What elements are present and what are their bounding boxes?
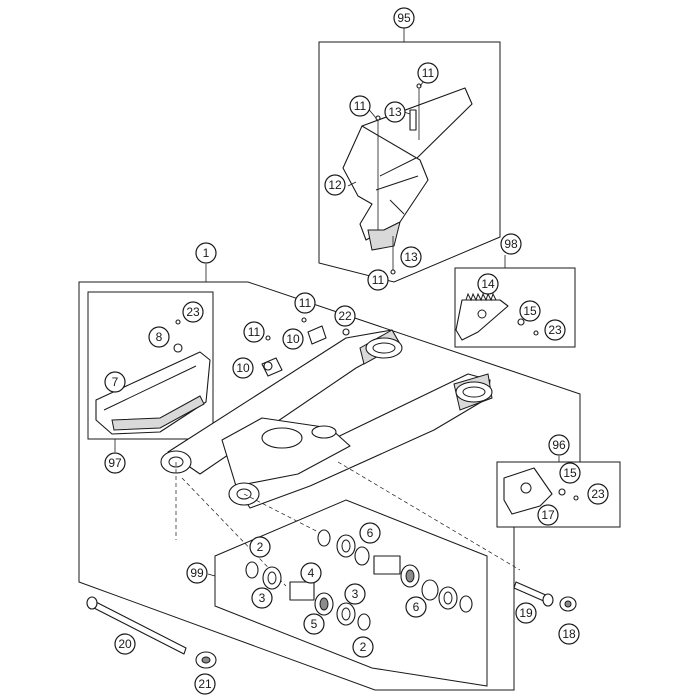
svg-text:23: 23 xyxy=(186,305,200,319)
callout-10-lower: 10 xyxy=(232,357,254,379)
callout-99: 99 xyxy=(186,562,208,584)
svg-text:15: 15 xyxy=(563,466,577,480)
svg-text:13: 13 xyxy=(404,250,418,264)
callout-17: 17 xyxy=(537,504,559,526)
screw-icon xyxy=(390,269,396,275)
callout-13-bottom: 13 xyxy=(400,246,422,268)
chain-tensioner-part xyxy=(503,467,579,515)
callout-7: 7 xyxy=(104,371,126,393)
svg-text:11: 11 xyxy=(354,99,367,113)
washer-icon xyxy=(263,361,273,371)
svg-text:96: 96 xyxy=(552,438,566,452)
callout-95: 95 xyxy=(393,7,415,29)
svg-text:3: 3 xyxy=(352,587,359,601)
bearing-kit-group-frame xyxy=(214,499,488,687)
callout-2-left: 2 xyxy=(249,536,271,558)
svg-text:11: 11 xyxy=(422,66,435,80)
callout-11-center: 11 xyxy=(294,292,316,314)
callout-19: 19 xyxy=(515,602,537,624)
svg-text:95: 95 xyxy=(397,11,411,25)
callout-5: 5 xyxy=(303,613,325,635)
svg-text:23: 23 xyxy=(591,487,605,501)
svg-text:11: 11 xyxy=(372,273,385,287)
callout-11-bottom: 11 xyxy=(367,269,389,291)
callout-10-upper: 10 xyxy=(282,328,304,350)
callout-3-left: 3 xyxy=(251,587,273,609)
callout-6-top: 6 xyxy=(359,522,381,544)
pivot-shaft-part xyxy=(86,596,217,669)
svg-text:13: 13 xyxy=(388,105,402,119)
callout-11-left: 11 xyxy=(349,95,371,117)
swingarm-part xyxy=(160,325,493,509)
callout-22: 22 xyxy=(334,305,356,327)
callout-3-right: 3 xyxy=(344,583,366,605)
svg-text:17: 17 xyxy=(541,508,555,522)
svg-text:7: 7 xyxy=(112,375,119,389)
chain-guide-group-frame xyxy=(318,41,501,283)
svg-text:22: 22 xyxy=(338,309,352,323)
screw-icon xyxy=(265,335,271,341)
sliding-guard-part xyxy=(455,292,539,341)
callout-15-top: 15 xyxy=(519,300,541,322)
svg-text:8: 8 xyxy=(156,330,163,344)
bearing-kit-parts xyxy=(245,529,473,631)
callout-15-bottom: 15 xyxy=(559,462,581,484)
svg-text:3: 3 xyxy=(259,591,266,605)
callout-2-bottom: 2 xyxy=(352,636,374,658)
callout-1: 1 xyxy=(195,242,217,264)
svg-text:2: 2 xyxy=(360,640,367,654)
svg-text:2: 2 xyxy=(257,540,264,554)
svg-text:4: 4 xyxy=(308,566,315,580)
axle-bolt-part xyxy=(513,581,577,612)
chain-sliding-guard-group-frame xyxy=(454,267,576,348)
svg-text:1: 1 xyxy=(203,246,210,260)
svg-text:97: 97 xyxy=(108,456,122,470)
chain-guide-part xyxy=(342,87,473,251)
svg-text:99: 99 xyxy=(190,566,204,580)
svg-text:19: 19 xyxy=(519,606,533,620)
callout-12: 12 xyxy=(324,174,346,196)
screw-icon xyxy=(375,115,381,121)
svg-text:12: 12 xyxy=(328,178,342,192)
svg-text:10: 10 xyxy=(286,332,300,346)
callout-20: 20 xyxy=(114,633,136,655)
callout-21: 21 xyxy=(194,673,216,695)
svg-text:11: 11 xyxy=(248,325,261,339)
callout-98: 98 xyxy=(500,233,522,255)
svg-text:98: 98 xyxy=(504,237,518,251)
svg-text:10: 10 xyxy=(236,361,250,375)
callout-6-right: 6 xyxy=(405,596,427,618)
callout-23-right: 23 xyxy=(544,319,566,341)
callout-18: 18 xyxy=(558,623,580,645)
screw-icon xyxy=(301,317,307,323)
chain-slider-part xyxy=(95,319,211,435)
svg-text:20: 20 xyxy=(118,637,132,651)
svg-text:11: 11 xyxy=(299,296,312,310)
callout-14: 14 xyxy=(477,273,499,295)
svg-text:6: 6 xyxy=(413,600,420,614)
svg-text:6: 6 xyxy=(367,526,374,540)
callout-13-top: 13 xyxy=(384,101,406,123)
svg-text:23: 23 xyxy=(548,323,562,337)
svg-text:14: 14 xyxy=(481,277,495,291)
svg-text:5: 5 xyxy=(311,617,318,631)
callout-11-top: 11 xyxy=(417,62,439,84)
callout-96: 96 xyxy=(548,434,570,456)
callout-8: 8 xyxy=(148,326,170,348)
chain-tensioner-group-frame xyxy=(496,461,621,528)
svg-text:18: 18 xyxy=(562,627,576,641)
callout-4: 4 xyxy=(300,562,322,584)
callout-97: 97 xyxy=(104,452,126,474)
svg-text:15: 15 xyxy=(523,304,537,318)
screw-icon xyxy=(416,83,422,89)
callout-11-mid: 11 xyxy=(243,321,265,343)
callout-23-left: 23 xyxy=(182,301,204,323)
svg-text:21: 21 xyxy=(198,677,212,691)
nut-icon xyxy=(342,328,350,336)
callout-23-bottom: 23 xyxy=(587,483,609,505)
